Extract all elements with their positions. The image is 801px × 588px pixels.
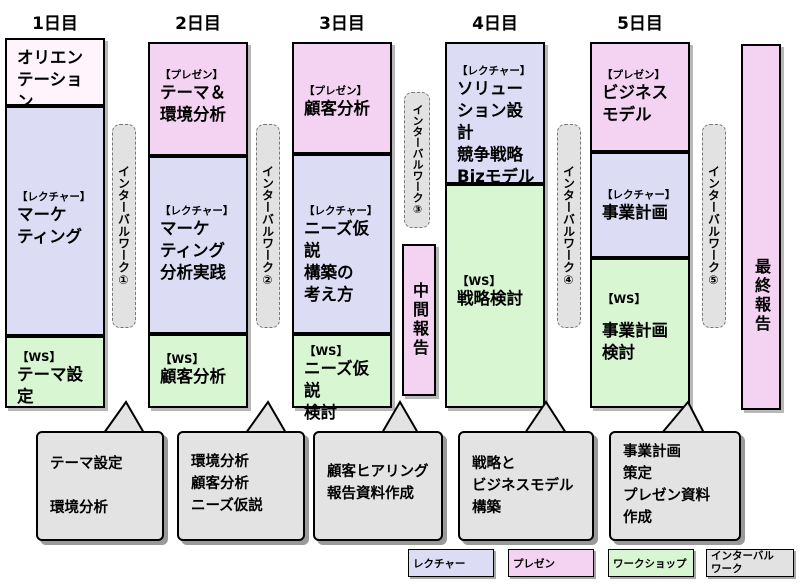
day3-ws-text: ニーズ仮説 検討 (304, 359, 370, 422)
day3-lecture-tag: 【レクチャー】 (304, 205, 378, 217)
day1-orientation-text: オリエン テーション (17, 48, 83, 111)
day2-pres-tag: 【プレゼン】 (160, 69, 223, 81)
day4-lecture-tag: 【レクチャー】 (457, 65, 531, 77)
day2-lecture-tag: 【レクチャー】 (160, 205, 234, 217)
day1-lecture-tag: 【レクチャー】 (17, 191, 91, 203)
day1-lecture-text: マーケ ティング (17, 205, 83, 246)
midterm-report-block: 中間報告 (402, 244, 436, 396)
day3-pres-tag: 【プレゼン】 (304, 85, 367, 97)
day-2-header: 2日目 (175, 14, 221, 34)
legend-lecture: レクチャー (408, 549, 494, 577)
day5-presentation-block: 【プレゼン】 ビジネス モデル (590, 42, 690, 152)
day2-ws-tag: 【WS】 (160, 352, 204, 366)
legend-interval: インターバル ワーク (706, 549, 794, 577)
day5-lecture-tag: 【レクチャー】 (602, 189, 676, 201)
day5-pres-text: ビジネス モデル (602, 83, 668, 124)
day1-lecture-block: 【レクチャー】 マーケ ティング (5, 106, 105, 336)
day5-ws-text: 事業計画 検討 (602, 321, 668, 362)
day1-workshop-block: 【WS】 テーマ設定 (5, 336, 105, 408)
day1-ws-text: テーマ設定 (17, 365, 83, 406)
day4-ws-tag: 【WS】 (457, 274, 501, 288)
day5-pres-tag: 【プレゼン】 (602, 69, 665, 81)
day5-lecture-block: 【レクチャー】 事業計画 (590, 152, 690, 258)
day2-pres-text: テーマ＆ 環境分析 (160, 83, 226, 124)
day-4-header: 4日目 (472, 14, 518, 34)
interval-work-4: インターバルワーク④ (557, 124, 581, 328)
day1-orientation-block: オリエン テーション (5, 38, 105, 111)
callout-day1: テーマ設定 環境分析 (36, 431, 164, 541)
day2-presentation-block: 【プレゼン】 テーマ＆ 環境分析 (148, 42, 248, 156)
day-3-header: 3日目 (319, 14, 365, 34)
callout-day2: 環境分析 顧客分析 ニーズ仮説 (177, 431, 305, 541)
final-report-block: 最終報告 (741, 44, 781, 410)
interval-work-1: インターバルワーク① (112, 124, 136, 328)
day3-ws-tag: 【WS】 (304, 344, 348, 358)
day2-lecture-block: 【レクチャー】 マーケ ティング 分析実践 (148, 156, 248, 334)
day5-ws-tag: 【WS】 (602, 292, 646, 306)
day-5-header: 5日目 (617, 14, 663, 34)
day2-workshop-block: 【WS】 顧客分析 (148, 334, 248, 408)
interval-work-3: インターバルワーク③ (404, 92, 430, 228)
day2-ws-text: 顧客分析 (160, 367, 226, 386)
day5-workshop-block: 【WS】 事業計画 検討 (590, 258, 690, 408)
interval-work-5: インターバルワーク⑤ (702, 124, 726, 328)
day4-lecture-block: 【レクチャー】 ソリュー ション設計 競争戦略 Bizモデル (445, 42, 545, 186)
legend-workshop: ワークショップ (608, 549, 694, 577)
day4-workshop-block: 【WS】 戦略検討 (445, 184, 545, 408)
legend-presentation: プレゼン (508, 549, 594, 577)
day-1-header: 1日目 (32, 14, 78, 34)
callout-day3: 顧客ヒアリング 報告資料作成 (313, 431, 443, 541)
day5-lecture-text: 事業計画 (602, 203, 668, 222)
day3-pres-text: 顧客分析 (304, 99, 370, 118)
day4-lecture-text: ソリュー ション設計 競争戦略 Bizモデル (457, 79, 535, 186)
day3-lecture-block: 【レクチャー】 ニーズ仮説 構築の 考え方 (292, 154, 392, 334)
final-report-text: 最終報告 (752, 258, 771, 334)
day4-ws-text: 戦略検討 (457, 289, 523, 308)
day3-lecture-text: ニーズ仮説 構築の 考え方 (304, 219, 370, 304)
interval-work-2: インターバルワーク② (256, 124, 280, 328)
day3-workshop-block: 【WS】 ニーズ仮説 検討 (292, 334, 392, 422)
day3-presentation-block: 【プレゼン】 顧客分析 (292, 42, 392, 154)
day1-ws-tag: 【WS】 (17, 350, 61, 364)
day2-lecture-text: マーケ ティング 分析実践 (160, 219, 226, 282)
callout-day5: 事業計画 策定 プレゼン資料 作成 (609, 431, 741, 541)
callout-day4: 戦略と ビジネスモデル 構築 (458, 431, 594, 541)
